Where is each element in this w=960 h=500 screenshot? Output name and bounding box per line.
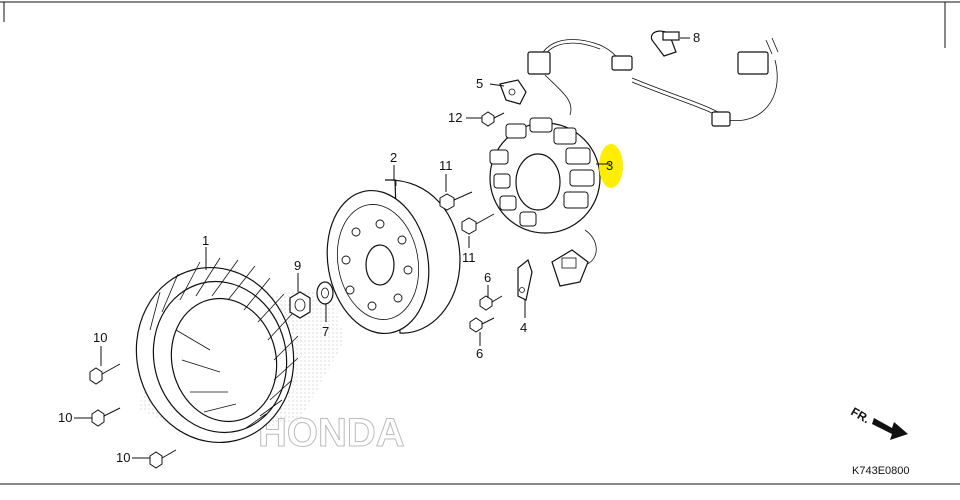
- callout-5: 5: [476, 76, 483, 91]
- callout-6-lower: 6: [476, 346, 483, 361]
- frame-border: [0, 1, 960, 485]
- plate-part: [499, 79, 527, 105]
- front-arrow-icon: [872, 418, 908, 440]
- callout-highlight: [599, 144, 623, 188]
- callout-numbers: 1 2 3 4 5 6 6 7 8 9 10 10 10 11 11 12: [58, 30, 700, 465]
- callout-9: 9: [294, 258, 301, 273]
- callout-6-upper: 6: [484, 270, 491, 285]
- callout-10-bottom: 10: [116, 450, 130, 465]
- cooling-fan-part: [135, 257, 299, 444]
- front-direction-indicator: FR.: [849, 404, 908, 440]
- leader-lines: [74, 37, 690, 459]
- front-direction-label: FR.: [849, 404, 873, 426]
- callout-10-middle: 10: [58, 410, 72, 425]
- callout-12: 12: [448, 110, 462, 125]
- callout-11-upper: 11: [439, 158, 453, 173]
- callout-8: 8: [693, 30, 700, 45]
- callout-10-top: 10: [93, 330, 107, 345]
- bolts: [89, 111, 505, 469]
- callout-4: 4: [520, 320, 527, 335]
- washer-part: [316, 281, 334, 305]
- stator-part: [489, 117, 601, 234]
- nut-part: [289, 291, 311, 319]
- flywheel-part: [326, 179, 461, 335]
- drawing-code: K743E0800: [852, 465, 910, 477]
- wire-harness: [527, 37, 779, 266]
- callout-1: 1: [202, 233, 209, 248]
- bracket-part: [517, 258, 533, 301]
- callout-11-lower: 11: [462, 250, 476, 265]
- callout-2: 2: [390, 150, 397, 165]
- callout-3: 3: [606, 158, 613, 173]
- callout-7: 7: [322, 324, 329, 339]
- pulse-generator-part: [551, 249, 589, 287]
- clamp-part: [650, 30, 680, 57]
